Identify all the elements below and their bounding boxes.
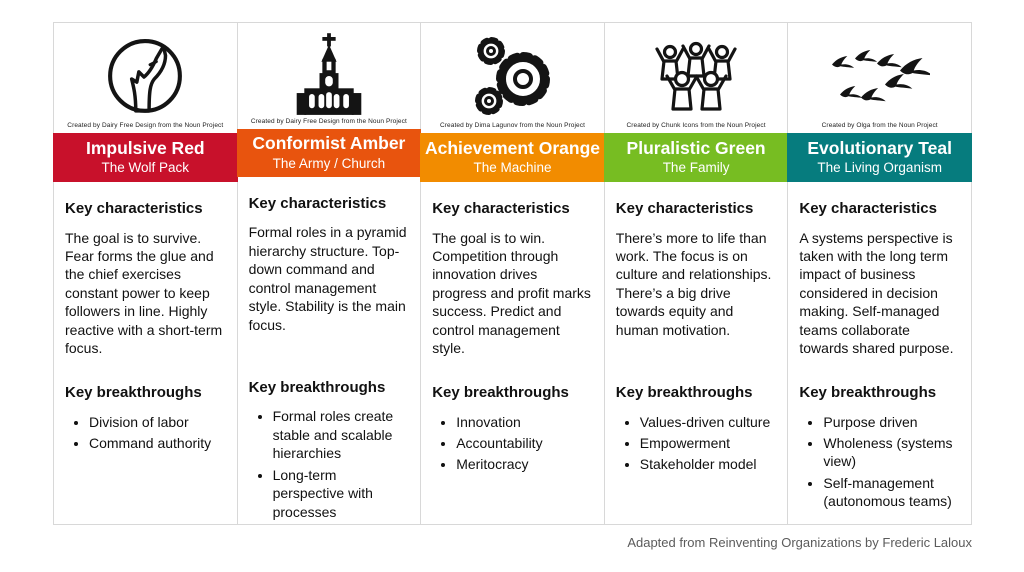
breakthroughs-heading: Key breakthroughs [615,384,753,401]
column-body: Key characteristics The goal is to survi… [54,182,237,455]
characteristics-heading: Key characteristics [799,200,937,217]
footer-credit: Adapted from Reinventing Organizations b… [627,535,972,550]
icon-attribution: Created by Chunk Icons from the Noun Pro… [626,122,766,129]
icon-attribution: Created by Dima Lagunov from the Noun Pr… [439,122,585,129]
breakthrough-item: Division of labor [89,413,227,431]
column-header-band: Achievement Orange The Machine [420,133,605,182]
column-title: Achievement Orange [424,137,601,158]
breakthrough-item: Wholeness (systems view) [823,434,961,471]
characteristics-text: A systems perspective is taken with the … [799,229,954,357]
column-subtitle: The Family [662,160,730,176]
icon-area: Created by Dairy Free Design from the No… [54,23,237,133]
breakthrough-item: Long-term perspective with processes [273,466,411,521]
column-header-band: Conformist Amber The Army / Church [236,129,422,177]
breakthrough-item: Innovation [456,413,594,431]
breakthroughs-heading: Key breakthroughs [65,384,202,401]
church-icon [291,23,367,118]
column-body: Key characteristics Formal roles in a py… [238,177,421,524]
characteristics-text: The goal is to survive. Fear forms the g… [65,229,223,357]
breakthrough-item: Stakeholder model [640,455,778,473]
breakthrough-item: Purpose driven [823,413,961,431]
column-header-band: Pluralistic Green The Family [603,133,789,182]
breakthrough-item: Empowerment [640,434,778,452]
breakthrough-item: Accountability [456,434,594,452]
column-subtitle: The Machine [473,160,552,176]
characteristics-heading: Key characteristics [248,194,387,212]
breakthrough-item: Self-management (autonomous teams) [823,474,961,511]
column-body: Key characteristics A systems perspectiv… [788,182,971,514]
characteristics-text: The goal is to win. Competition through … [432,229,591,357]
characteristics-heading: Key characteristics [65,200,203,217]
breakthroughs-heading: Key breakthroughs [248,378,386,396]
people-icon [650,23,742,122]
column-title: Pluralistic Green [626,137,766,158]
icon-attribution: Created by Dairy Free Design from the No… [250,118,407,126]
birds-icon [830,23,930,122]
column-body: Key characteristics There’s more to life… [605,182,788,477]
column-subtitle: The Living Organism [817,160,942,176]
breakthroughs-list: Values-driven culture Empowerment Stakeh… [616,413,778,474]
paradigm-column-orange: Created by Dima Lagunov from the Noun Pr… [420,23,605,524]
icon-area: Created by Chunk Icons from the Noun Pro… [605,23,788,133]
column-title: Evolutionary Teal [807,137,952,158]
characteristics-heading: Key characteristics [432,200,570,217]
breakthrough-item: Values-driven culture [640,413,778,431]
breakthrough-item: Formal roles create stable and scalable … [273,407,411,462]
gears-icon [468,23,556,122]
icon-area: Created by Dairy Free Design from the No… [238,23,421,129]
column-body: Key characteristics The goal is to win. … [421,182,604,477]
column-subtitle: The Army / Church [272,155,386,171]
characteristics-text: Formal roles in a pyramid hierarchy stru… [248,224,407,333]
column-title: Impulsive Red [85,137,205,158]
breakthroughs-list: Innovation Accountability Meritocracy [432,413,594,474]
breakthroughs-heading: Key breakthroughs [799,384,937,401]
paradigm-table: Created by Dairy Free Design from the No… [53,22,972,525]
paradigm-column-teal: Created by Olga from the Noun Project Ev… [787,23,972,524]
breakthrough-item: Command authority [89,434,227,452]
column-header-band: Impulsive Red The Wolf Pack [53,133,238,182]
breakthroughs-heading: Key breakthroughs [432,384,569,401]
column-subtitle: The Wolf Pack [101,160,190,176]
characteristics-text: There’s more to life than work. The focu… [615,229,772,338]
icon-area: Created by Dima Lagunov from the Noun Pr… [421,23,604,133]
breakthroughs-list: Formal roles create stable and scalable … [249,407,411,521]
paradigm-column-red: Created by Dairy Free Design from the No… [53,23,238,524]
paradigm-column-green: Created by Chunk Icons from the Noun Pro… [603,23,789,524]
icon-attribution: Created by Olga from the Noun Project [821,122,938,129]
breakthroughs-list: Purpose driven Wholeness (systems view) … [799,413,961,511]
characteristics-heading: Key characteristics [615,200,754,217]
wolf-icon [105,23,185,122]
column-title: Conformist Amber [252,133,406,154]
column-header-band: Evolutionary Teal The Living Organism [787,133,972,182]
icon-area: Created by Olga from the Noun Project [788,23,971,133]
breakthrough-item: Meritocracy [456,455,594,473]
breakthroughs-list: Division of labor Command authority [65,413,227,453]
icon-attribution: Created by Dairy Free Design from the No… [67,122,224,129]
paradigm-column-amber: Created by Dairy Free Design from the No… [236,23,422,524]
